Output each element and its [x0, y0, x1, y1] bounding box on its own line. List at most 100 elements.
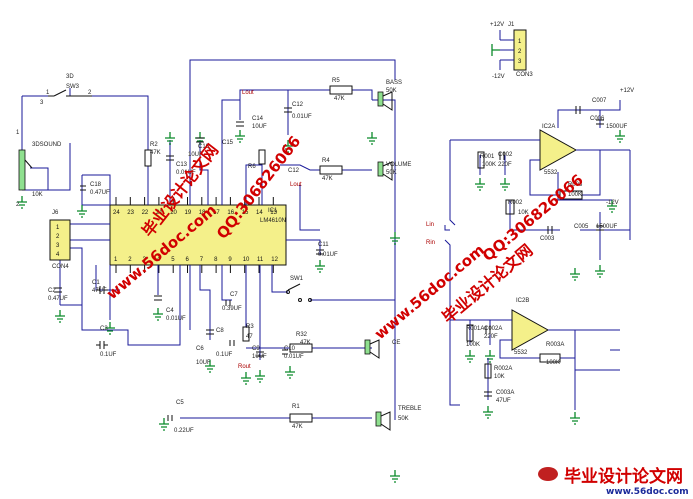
label-r001: R001	[480, 154, 495, 160]
ic1-bottom-pin-label: 3	[143, 257, 147, 263]
ground-icon	[255, 370, 265, 383]
ground-icon	[607, 200, 617, 213]
label-c003a: C003A	[496, 390, 514, 396]
ic1-top-pin-label: 19	[185, 210, 192, 216]
label-sound3d: 3DSOUND	[32, 142, 62, 148]
ground-icon	[235, 130, 245, 143]
label-c002v: 220F	[498, 162, 512, 168]
label-con3: CON3	[516, 72, 533, 78]
j6-pin-label: 2	[56, 234, 60, 240]
label-c12: C12	[292, 102, 304, 108]
label-c003: C003	[540, 236, 555, 242]
pot-treble	[375, 411, 391, 431]
ic1-bottom-pin-label: 4	[157, 257, 161, 263]
label-n5532: 5532	[544, 170, 558, 176]
label-c1: C1	[92, 280, 100, 286]
ground-icon	[485, 350, 495, 363]
footer-logo: 毕业设计论文网 www.56doc.com	[538, 466, 689, 497]
label-c18v: 0.47UF	[90, 190, 110, 196]
ground-icon	[315, 260, 325, 273]
label-c7: C7	[230, 292, 238, 298]
ic1-bottom-pin-label: 7	[200, 257, 204, 263]
wiring-top	[169, 59, 396, 420]
ic1-top-pin-label: 20	[170, 210, 177, 216]
ic1-bottom-pin-label: 8	[214, 257, 218, 263]
ground-icon	[570, 268, 580, 281]
label-sw3_p3: 3	[40, 100, 44, 106]
label-c2v: 0.47UF	[48, 296, 68, 302]
label-sw3_p1: 1	[46, 90, 50, 96]
label-c4v: 0.01UF	[166, 316, 186, 322]
label-c005v: 1500UF	[596, 224, 618, 230]
label-c10: C10	[284, 346, 296, 352]
label-c2: C2	[48, 288, 56, 294]
label-c7v: 0.39UF	[222, 306, 242, 312]
label-r2: R2	[150, 142, 158, 148]
label-c006: C006	[590, 116, 605, 122]
ic1-bottom-pin-label: 9	[228, 257, 232, 263]
label-c16v: 10UF	[188, 152, 203, 158]
label-rin: Rin	[426, 240, 435, 246]
label-m12b: -12V	[606, 200, 619, 206]
label-c12v: 0.01UF	[292, 114, 312, 120]
label-c003av: 47UF	[496, 398, 511, 404]
ground-icon	[153, 308, 163, 321]
label-sw3: 3D	[66, 74, 74, 80]
label-r002v: 10K	[518, 210, 529, 216]
label-r003a: R003A	[546, 342, 564, 348]
label-c13v: 0.01UF	[176, 170, 196, 176]
ic1-bottom-pin-label: 10	[243, 257, 250, 263]
ground-icon	[165, 132, 175, 145]
ground-icon	[159, 418, 169, 431]
ground-icon	[77, 205, 87, 218]
label-r6: R6	[248, 164, 256, 170]
label-treble: TREBLE	[398, 406, 421, 412]
ground-icon	[570, 412, 580, 425]
ic1-top-pin-label: 22	[142, 210, 149, 216]
ic1-body	[109, 204, 287, 266]
label-r003v: 100K	[568, 192, 582, 198]
label-r2v: 47K	[150, 150, 161, 156]
label-c10v: 0.01UF	[284, 354, 304, 360]
ic1-top-pin-label: 16	[227, 210, 234, 216]
label-r5v: 47K	[334, 96, 345, 102]
label-r1v: 47K	[292, 424, 303, 430]
passives-ic1	[48, 85, 353, 423]
label-c6v: 10UF	[196, 360, 211, 366]
opamp-ic2a	[449, 100, 631, 260]
j6-pin-label: 4	[56, 252, 60, 258]
ground-icon	[205, 360, 215, 373]
label-volume: VOLUME	[386, 162, 411, 168]
label-r002a: R002A	[494, 366, 512, 372]
label-c006v: 1500UF	[606, 124, 628, 130]
ground-icon	[483, 406, 493, 419]
j1-pin-label: 2	[518, 49, 522, 55]
label-c14v: 10UF	[252, 124, 267, 130]
label-p12b: +12V	[620, 88, 634, 94]
pot-3dsound	[18, 149, 33, 191]
ic1-bottom-pin-label: 12	[271, 257, 278, 263]
opamp-ic2b	[449, 309, 620, 410]
label-c6: C6	[196, 346, 204, 352]
label-r003: R003	[568, 182, 583, 188]
label-r001a: R001A	[466, 326, 484, 332]
label-ce: CE	[392, 340, 400, 346]
ic1-top-pin-label: 17	[213, 210, 220, 216]
label-con4: CON4	[52, 264, 69, 270]
ic1-bottom-pin-label: 6	[186, 257, 190, 263]
ground-icon	[367, 132, 377, 145]
label-lin: Lin	[426, 222, 434, 228]
label-r001v: 100K	[482, 162, 496, 168]
label-r4: R4	[322, 158, 330, 164]
input-wires	[444, 225, 620, 351]
label-volume_v: 50K	[386, 170, 397, 176]
ic1-ref: IC1	[268, 208, 278, 214]
ic1-bottom-pin-label: 11	[257, 257, 264, 263]
label-c1v: 47UF	[92, 288, 107, 294]
ground-icon	[55, 310, 65, 323]
label-r002: R002	[508, 200, 523, 206]
ic1-bottom-pin-label: 2	[128, 257, 132, 263]
label-r32v: 47K	[300, 340, 311, 346]
